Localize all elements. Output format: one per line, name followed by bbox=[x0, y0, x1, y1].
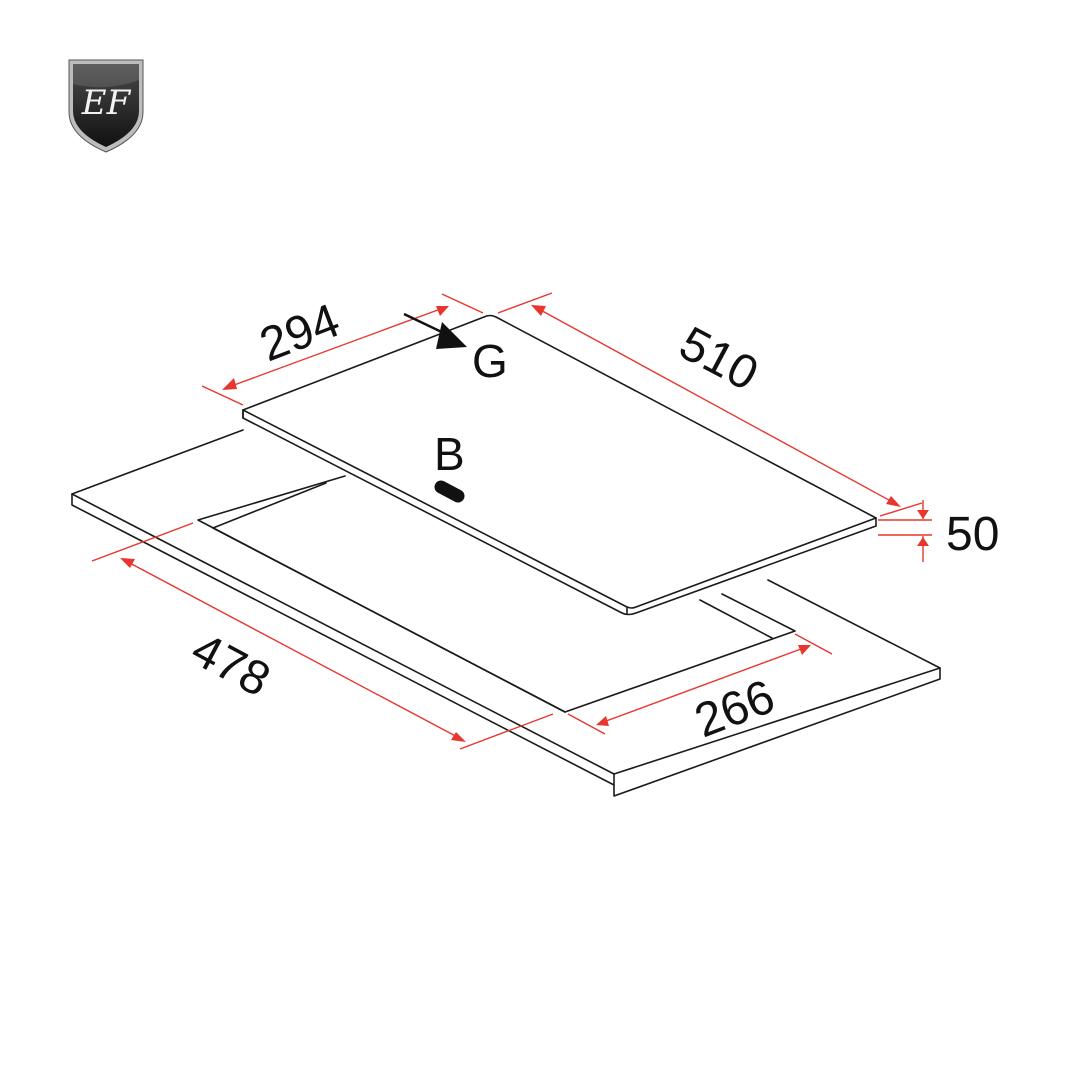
gas-connection-marker: G bbox=[403, 312, 508, 387]
dimension-hob-width: 294 bbox=[201, 293, 484, 406]
dimension-label-294: 294 bbox=[253, 294, 347, 372]
burner-label: B bbox=[434, 428, 465, 480]
hob-cooktop bbox=[242, 314, 877, 616]
logo-monogram: EF bbox=[81, 83, 132, 123]
burner-marker: B bbox=[434, 428, 465, 503]
burner-slot-icon bbox=[434, 480, 465, 503]
dimension-label-266: 266 bbox=[688, 670, 782, 748]
dimension-label-50: 50 bbox=[946, 508, 999, 561]
countertop bbox=[71, 429, 941, 797]
dimension-hob-depth: 510 bbox=[497, 292, 901, 507]
dimension-hob-height: 50 bbox=[878, 500, 999, 562]
dimension-label-478: 478 bbox=[183, 623, 279, 707]
gas-connection-label: G bbox=[472, 335, 508, 387]
dimension-cutout-length: 478 bbox=[91, 522, 554, 750]
arrow-icon bbox=[436, 322, 467, 349]
brand-logo: EF bbox=[68, 59, 144, 153]
